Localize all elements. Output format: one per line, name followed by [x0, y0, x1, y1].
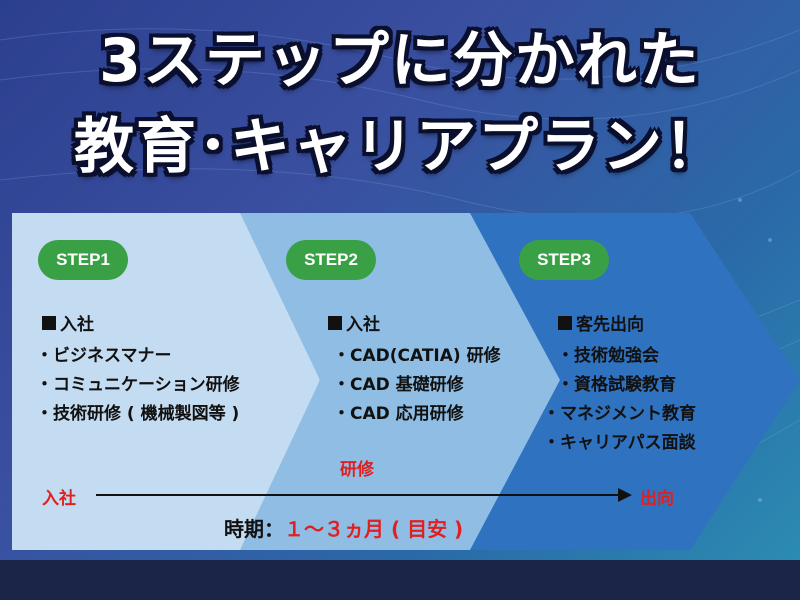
training-label: 研修: [340, 460, 374, 480]
bottom-band: [0, 560, 800, 600]
step1-heading: 入社: [42, 310, 94, 335]
step2-item-list: CAD(CATIA) 研修 CAD 基礎研修 CAD 応用研修: [333, 342, 501, 429]
list-item: マネジメント教育: [543, 400, 696, 429]
square-bullet-icon: [42, 315, 56, 330]
step1-item-list: ビジネスマナー コミュニケーション研修 技術研修 ( 機械製図等 ): [36, 342, 240, 429]
list-item: CAD 基礎研修: [333, 371, 501, 400]
square-bullet-icon: [328, 315, 342, 330]
step1-badge: STEP1: [38, 240, 128, 280]
step2-heading: 入社: [328, 310, 380, 335]
period-note: 時期：１～３ヵ月 ( 目安 ): [224, 513, 463, 542]
list-item: ビジネスマナー: [36, 342, 240, 371]
page-title-line-1: 3ステップに分かれた: [99, 26, 701, 96]
list-item: 技術研修 ( 機械製図等 ): [36, 400, 240, 429]
step2-badge: STEP2: [286, 240, 376, 280]
list-item: 技術勉強会: [557, 342, 696, 371]
list-item: コミュニケーション研修: [36, 371, 240, 400]
list-item: CAD 応用研修: [333, 400, 501, 429]
step3-badge: STEP3: [519, 240, 609, 280]
list-item: キャリアパス面談: [543, 429, 696, 458]
timeline-start-label: 入社: [42, 489, 76, 509]
square-bullet-icon: [558, 315, 572, 330]
period-value: １～３ヵ月 ( 目安 ): [284, 517, 464, 541]
list-item: CAD(CATIA) 研修: [333, 342, 501, 371]
step3-heading-text: 客先出向: [576, 315, 644, 335]
timeline-end-label: 出向: [640, 489, 674, 509]
timeline-arrow-line: [96, 494, 620, 496]
period-label: 時期：: [224, 517, 284, 541]
list-item: 資格試験教育: [557, 371, 696, 400]
step1-heading-text: 入社: [60, 315, 94, 335]
arrow-right-icon: [618, 488, 632, 502]
page-title-line-2: 教育･キャリアプラン！: [74, 112, 726, 182]
step3-item-list: 技術勉強会 資格試験教育 マネジメント教育 キャリアパス面談: [557, 342, 696, 458]
step2-heading-text: 入社: [346, 315, 380, 335]
step3-heading: 客先出向: [558, 310, 644, 335]
